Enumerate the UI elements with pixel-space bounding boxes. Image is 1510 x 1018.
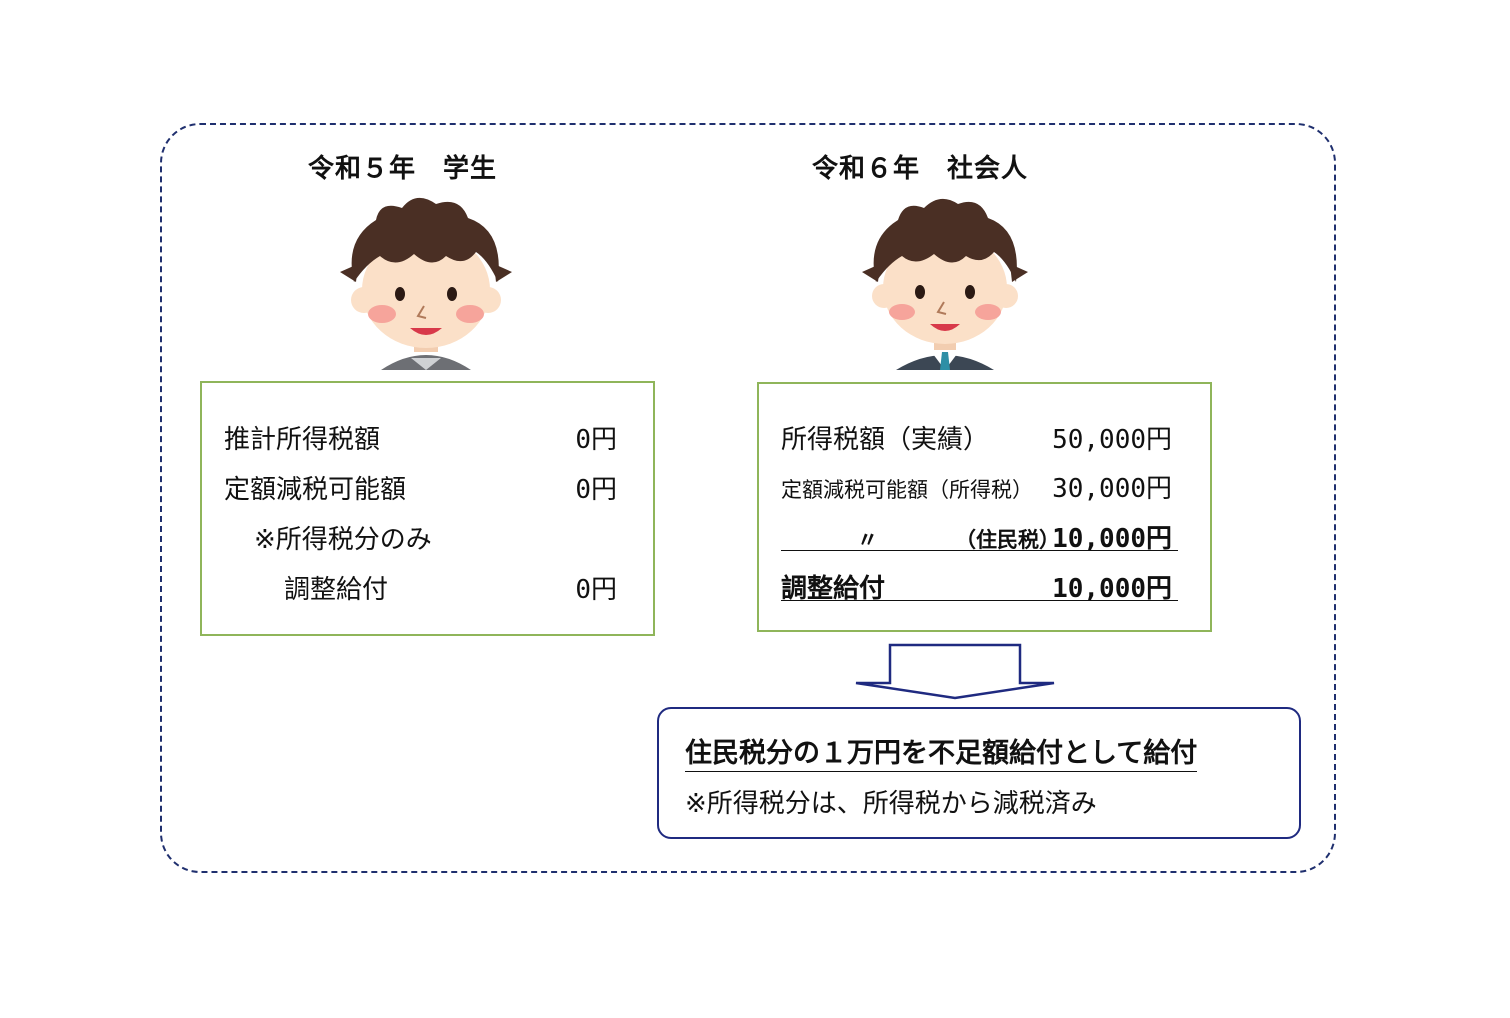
student-info-box: 推計所得税額 0円 定額減税可能額 0円 ※所得税分のみ 調整給付 0円 xyxy=(200,381,655,636)
result-note-text: ※所得税分は、所得税から減税済み xyxy=(685,789,1097,819)
student-avatar xyxy=(340,197,512,370)
adjustment-underline xyxy=(781,600,1178,601)
fixed-reduction-label: 定額減税可能額 xyxy=(224,475,407,505)
resident-tax-label: （住民税） xyxy=(955,528,1060,552)
fixed-reduction-income-tax-value: 30,000円 xyxy=(1052,474,1172,504)
adjustment-benefit-label: 調整給付 xyxy=(284,575,389,605)
resident-tax-value: 10,000円 xyxy=(1052,524,1172,554)
down-arrow-icon xyxy=(855,643,1055,700)
worker-info-box: 所得税額（実績） 50,000円 定額減税可能額（所得税） 30,000円 〃 … xyxy=(757,382,1212,632)
income-tax-actual-value: 50,000円 xyxy=(1052,425,1172,455)
estimated-income-tax-label: 推計所得税額 xyxy=(224,425,381,455)
resident-tax-underline xyxy=(781,550,1178,551)
left-heading: 令和５年 学生 xyxy=(308,154,498,184)
income-tax-only-note: ※所得税分のみ xyxy=(254,525,432,555)
ditto-mark: 〃 xyxy=(857,528,878,552)
fixed-reduction-value: 0円 xyxy=(575,475,617,505)
result-box: 住民税分の１万円を不足額給付として給付 ※所得税分は、所得税から減税済み xyxy=(657,707,1301,839)
result-main-text: 住民税分の１万円を不足額給付として給付 xyxy=(685,731,1198,772)
right-heading: 令和６年 社会人 xyxy=(812,154,1029,184)
worker-adjustment-value: 10,000円 xyxy=(1052,574,1172,604)
worker-avatar xyxy=(862,198,1028,370)
fixed-reduction-income-tax-label: 定額減税可能額（所得税） xyxy=(781,478,1033,502)
outer-frame xyxy=(160,123,1336,873)
worker-adjustment-label: 調整給付 xyxy=(781,574,886,604)
income-tax-actual-label: 所得税額（実績） xyxy=(781,425,990,455)
adjustment-benefit-value: 0円 xyxy=(575,575,617,605)
estimated-income-tax-value: 0円 xyxy=(575,425,617,455)
